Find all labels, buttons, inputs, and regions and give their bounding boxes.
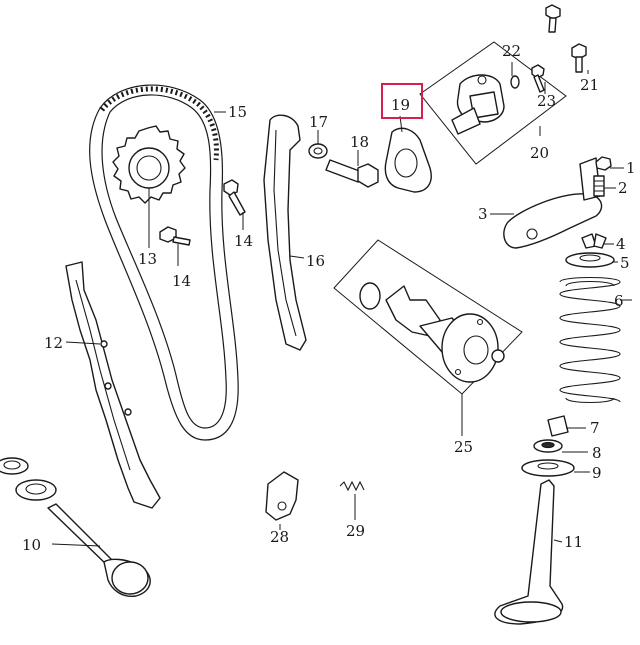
label-2: 2 [618,179,628,197]
label-17: 17 [309,113,328,131]
tensioner-oring [510,75,520,89]
valve-stem-seal [547,415,569,437]
label-16: 16 [306,252,325,270]
label-18: 18 [350,133,369,151]
tensioner-bolt [325,159,379,188]
spring-seat [533,439,563,453]
label-29: 29 [346,522,365,540]
label-5: 5 [620,254,630,272]
spring-washer [521,459,575,477]
label-4: 4 [616,235,626,253]
label-22: 22 [502,42,521,60]
part-labels: 1 2 3 4 5 6 7 8 9 10 11 12 13 14 14 15 1… [22,42,636,554]
camshaft-frame [333,239,523,395]
label-21: 21 [580,76,599,94]
label-25: 25 [454,438,473,456]
valve-cotters [581,233,607,249]
tensioner-lifter [451,74,505,135]
label-13: 13 [138,250,157,268]
cam-chain [89,84,239,441]
label-1: 1 [626,159,636,177]
label-10: 10 [22,536,41,554]
tensioner-screw [531,64,545,93]
label-20: 20 [530,144,549,162]
chain-guide [65,261,161,509]
label-15: 15 [228,103,247,121]
rocker-arm [503,157,603,249]
tensioner-assembly-frame [419,41,567,165]
cam-sprocket [112,125,186,204]
tensioner-gasket [384,127,432,193]
sprocket-bolt-upper [223,179,246,216]
tensioner-washer [308,143,328,159]
highlight-box [381,83,423,119]
label-6: 6 [614,292,624,310]
label-23: 23 [537,92,556,110]
label-8: 8 [592,444,602,462]
intake-valve-rings [0,457,57,501]
label-12: 12 [44,334,63,352]
label-19: 19 [391,96,410,114]
label-7: 7 [590,419,600,437]
label-28: 28 [270,528,289,546]
label-9: 9 [592,464,602,482]
spring-retainer [565,252,615,268]
exhaust-valve [494,479,564,625]
valve-springs [559,277,621,404]
sprocket-bolt-lower [159,226,191,246]
label-11: 11 [564,533,583,551]
tensioner-top-bolt [545,4,561,33]
camshaft [359,282,505,383]
label-14a: 14 [234,232,253,250]
mounting-bolt [571,43,587,73]
tensioner-spring [339,480,365,492]
adjuster-nut [595,156,612,171]
label-14b: 14 [172,272,191,290]
label-3: 3 [478,205,488,223]
tensioner-blade [263,114,307,351]
tensioner-bracket [265,471,299,521]
intake-valve [47,503,151,597]
adjuster-screw [593,175,605,197]
